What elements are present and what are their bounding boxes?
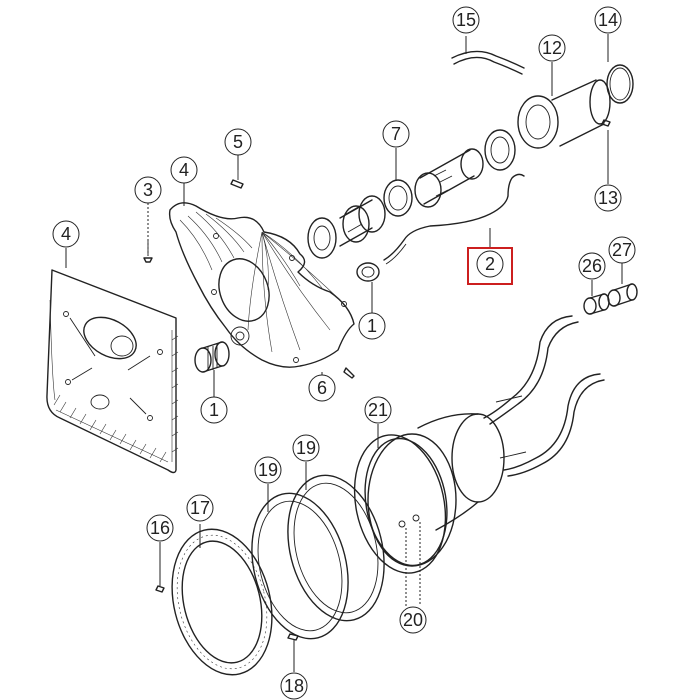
- screw-part-13: [601, 119, 611, 127]
- callout-circle: [146, 514, 174, 542]
- callout-circle: [594, 6, 622, 34]
- cable-part-2: [383, 173, 525, 265]
- callout-circle: [358, 312, 386, 340]
- callout-number: 20: [403, 610, 423, 630]
- callout-c20: 20: [399, 606, 427, 634]
- highlight-box: [467, 247, 513, 285]
- callout-c15: 15: [452, 6, 480, 34]
- callout-c14: 14: [594, 6, 622, 34]
- callout-number: 2: [485, 254, 495, 274]
- callout-circle: [280, 672, 308, 700]
- callout-c1a: 1: [200, 396, 228, 424]
- callout-number: 26: [582, 256, 602, 276]
- callout-number: 1: [209, 400, 219, 420]
- callout-circle: [364, 396, 392, 424]
- sleeve-assembly-part-7: [307, 129, 516, 259]
- callout-circle: [292, 434, 320, 462]
- callout-c12: 12: [538, 34, 566, 62]
- callout-c21: 21: [364, 396, 392, 424]
- callout-circle: [382, 120, 410, 148]
- callout-circle: [538, 34, 566, 62]
- nipple-fitting-left: [194, 341, 230, 373]
- screw-part-18: [287, 633, 299, 641]
- callout-number: 4: [179, 160, 189, 180]
- screw-part-20: [398, 514, 420, 528]
- callout-number: 15: [456, 10, 476, 30]
- callout-c4a: 4: [52, 220, 80, 248]
- leader-lines: [65, 34, 623, 672]
- callout-c19a: 19: [254, 456, 282, 484]
- callout-circle: [594, 184, 622, 212]
- callout-circle: [608, 236, 636, 264]
- callout-c3: 3: [134, 176, 162, 204]
- callout-number: 18: [284, 676, 304, 696]
- callout-number: 21: [368, 400, 388, 420]
- callout-number: 16: [150, 518, 170, 538]
- callout-number: 3: [143, 180, 153, 200]
- fitting-part-26: [583, 293, 610, 315]
- callout-circle: [52, 220, 80, 248]
- callout-c2: 2: [476, 250, 504, 278]
- callout-number: 12: [542, 38, 562, 58]
- callout-circle: [476, 250, 504, 278]
- callout-number: 17: [190, 498, 210, 518]
- callout-c16: 16: [146, 514, 174, 542]
- light-housing-part-21: [353, 315, 605, 574]
- callout-number: 27: [612, 240, 632, 260]
- o-ring-part-14: [606, 64, 634, 104]
- callout-c6: 6: [308, 374, 336, 402]
- callout-c19b: 19: [292, 434, 320, 462]
- lamp-tube-part-12: [517, 79, 611, 149]
- callout-number: 19: [258, 460, 278, 480]
- callout-circle: [399, 606, 427, 634]
- o-ring-fitting: [356, 262, 380, 282]
- callout-c18: 18: [280, 672, 308, 700]
- callout-number: 1: [367, 316, 377, 336]
- fitting-part-27: [607, 283, 638, 307]
- callout-c27: 27: [608, 236, 636, 264]
- callout-circle: [578, 252, 606, 280]
- callout-circle: [452, 6, 480, 34]
- callout-number: 19: [296, 438, 316, 458]
- callout-number: 7: [391, 124, 401, 144]
- callout-c7: 7: [382, 120, 410, 148]
- callout-circle: [134, 176, 162, 204]
- callout-circle: [200, 396, 228, 424]
- callout-circle: [308, 374, 336, 402]
- callout-number: 4: [61, 224, 71, 244]
- callout-c17: 17: [186, 494, 214, 522]
- callout-c5: 5: [224, 128, 252, 156]
- callout-circle: [254, 456, 282, 484]
- callout-circle: [170, 156, 198, 184]
- callout-number: 5: [233, 132, 243, 152]
- screw-part-16: [155, 585, 165, 593]
- pin-part-6: [343, 367, 355, 379]
- callout-c4b: 4: [170, 156, 198, 184]
- callout-c1b: 1: [358, 312, 386, 340]
- callout-c26: 26: [578, 252, 606, 280]
- screw-part-5: [230, 170, 244, 189]
- gasket-part-19-outer: [287, 474, 385, 622]
- callout-circle: [224, 128, 252, 156]
- callout-c13: 13: [594, 184, 622, 212]
- shell-housing-part: [168, 202, 355, 368]
- gasket-part-17: [171, 528, 273, 676]
- gasket-part-19-inner: [251, 492, 349, 640]
- wall-plate-part: [46, 269, 179, 474]
- callout-number: 13: [598, 188, 618, 208]
- callout-number: 14: [598, 10, 618, 30]
- callout-circle: [186, 494, 214, 522]
- hose-part-15: [451, 50, 525, 75]
- callout-number: 6: [317, 378, 327, 398]
